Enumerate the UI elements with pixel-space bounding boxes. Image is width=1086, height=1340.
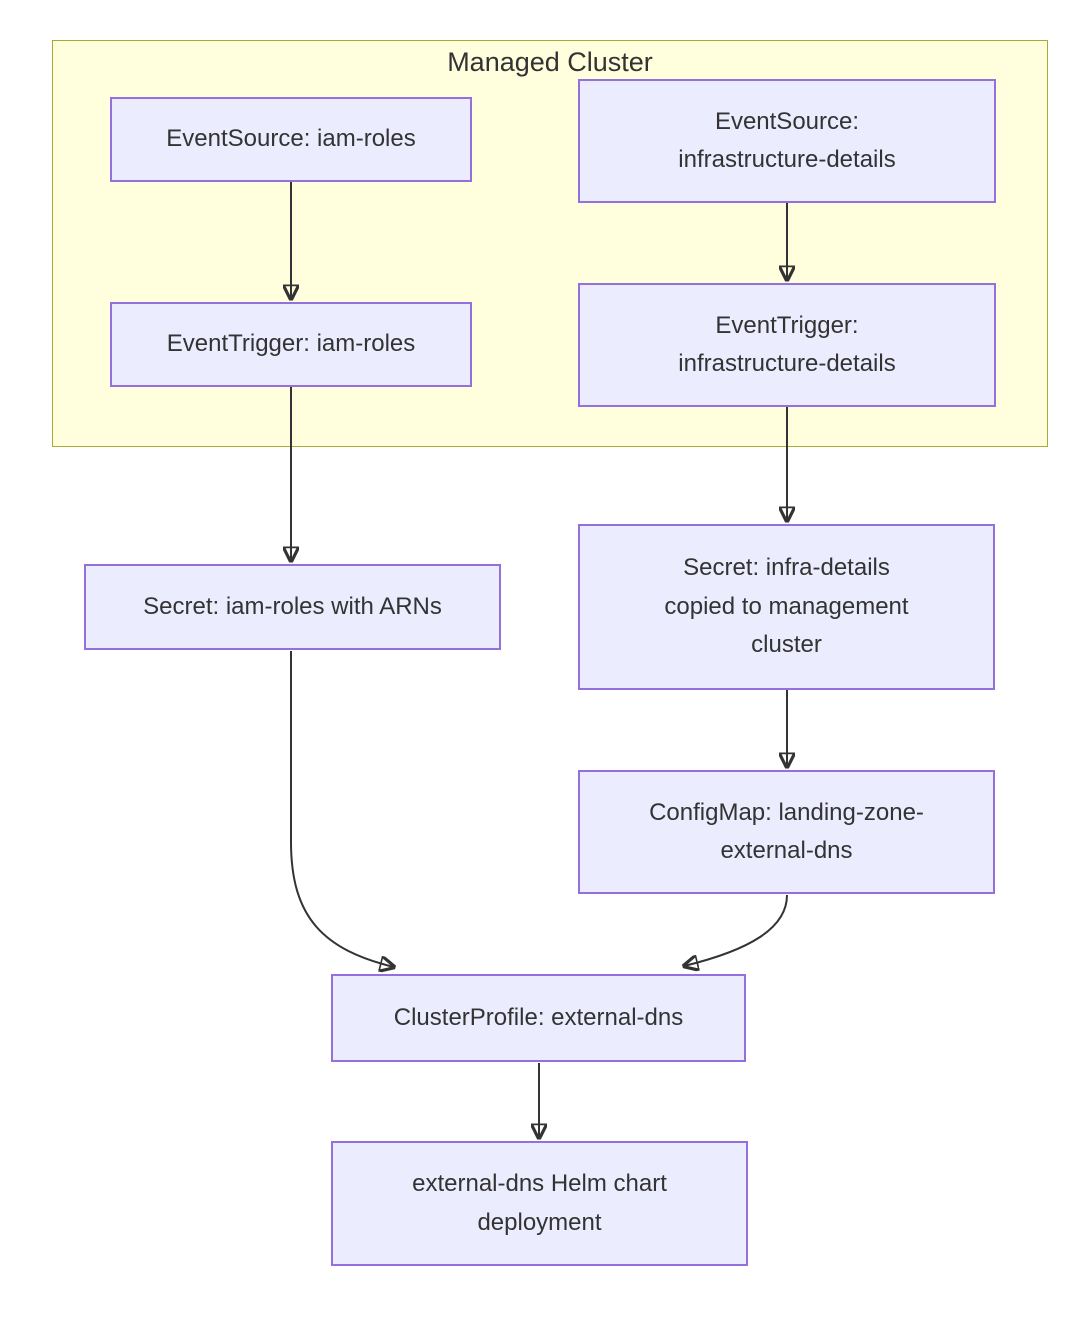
- node-clusterprofile-external-dns: ClusterProfile: external-dns: [331, 974, 746, 1062]
- node-configmap-landing-zone-external-dns: ConfigMap: landing-zone- external-dns: [578, 770, 995, 894]
- edge-configmap-to-clusterprofile: [684, 894, 788, 966]
- node-eventsource-infrastructure-details: EventSource: infrastructure-details: [578, 79, 996, 203]
- node-secret-infra-details-copied: Secret: infra-details copied to manageme…: [578, 524, 995, 690]
- node-eventsource-iam-roles: EventSource: iam-roles: [110, 97, 472, 182]
- managed-cluster-title: Managed Cluster: [447, 47, 653, 77]
- node-external-dns-helm-chart-deployment: external-dns Helm chart deployment: [331, 1141, 748, 1266]
- node-eventtrigger-iam-roles: EventTrigger: iam-roles: [110, 302, 472, 387]
- node-secret-iam-roles-with-arns: Secret: iam-roles with ARNs: [84, 564, 501, 650]
- edge-secret-iam-to-clusterprofile: [290, 651, 394, 967]
- node-eventtrigger-infrastructure-details: EventTrigger: infrastructure-details: [578, 283, 996, 407]
